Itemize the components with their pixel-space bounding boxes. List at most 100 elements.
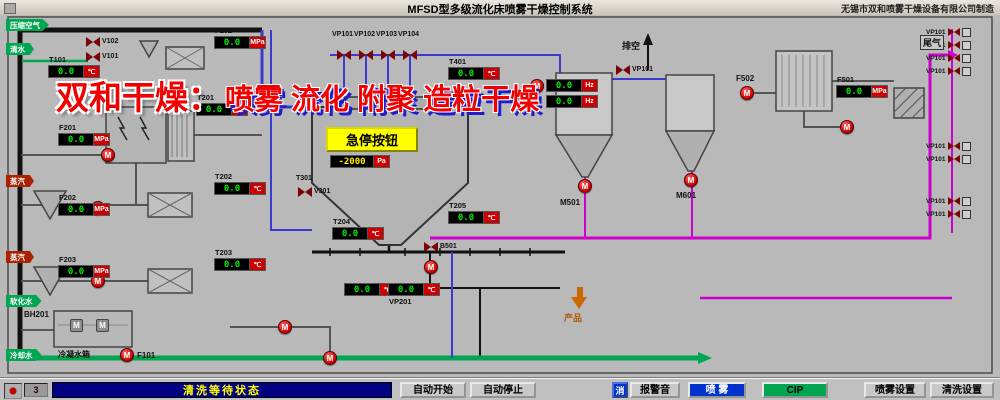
right-valve-7[interactable]: VP101 <box>926 197 971 206</box>
right-valve-1[interactable]: VP101 <box>926 28 971 37</box>
tail-gas-label: 尾气 <box>920 35 945 50</box>
pump-left-1[interactable]: M <box>101 148 115 162</box>
actuator-box <box>961 210 971 219</box>
valve-vp104[interactable] <box>403 50 417 60</box>
window-icon <box>4 3 16 14</box>
spray-settings-button[interactable]: 喷雾设置 <box>864 382 926 398</box>
valve-icon <box>947 155 960 164</box>
actuator-box <box>961 155 971 164</box>
valve-label-v301: V301 <box>314 188 331 195</box>
valve-b501[interactable] <box>424 242 438 252</box>
agitator-motor-1: M <box>70 319 83 332</box>
right-valve-3[interactable]: VP101 <box>926 54 971 63</box>
pump-right[interactable]: M <box>840 120 854 134</box>
right-valve-4[interactable]: VP101 <box>926 67 971 76</box>
actuator-box <box>961 67 971 76</box>
title-bar: MFSD型多级流化床喷雾干燥控制系统 无锡市双和喷雾干燥设备有限公司制造 <box>0 0 1000 16</box>
valve-label-vent: VP101 <box>632 66 654 73</box>
counter-display: 3 <box>24 383 48 397</box>
alarm-lamp <box>4 383 22 399</box>
m601-label: M601 <box>676 191 697 200</box>
control-bar: 3 清洗等待状态 自动开始 自动停止 消 报警音 喷 雾 CIP 喷雾设置 清洗… <box>0 378 1000 400</box>
actuator-box <box>961 142 971 151</box>
f101-pump-label: F101 <box>137 351 156 360</box>
mute-icon[interactable]: 消 <box>612 382 628 398</box>
actuator-box <box>961 41 971 50</box>
valve-label-v101: V101 <box>102 53 119 60</box>
agitator-motor-2: M <box>96 319 109 332</box>
page-title: MFSD型多级流化床喷雾干燥控制系统 <box>407 4 593 16</box>
inlet-compressed-air: 压缩空气 <box>6 19 49 31</box>
clean-settings-button[interactable]: 清洗设置 <box>930 382 994 398</box>
valve-v102[interactable] <box>86 37 100 47</box>
product-label: 产品 <box>564 313 583 323</box>
valve-vp103[interactable] <box>381 50 395 60</box>
valve-icon <box>947 142 960 151</box>
pump-line[interactable]: M <box>424 260 438 274</box>
right-valve-5[interactable]: VP101 <box>926 142 971 151</box>
valve-label-b501: B501 <box>440 243 457 250</box>
auto-stop-button[interactable]: 自动停止 <box>470 382 536 398</box>
inlet-clean-water: 清水 <box>6 43 34 55</box>
manufacturer-text: 无锡市双和喷雾干燥设备有限公司制造 <box>840 4 994 14</box>
pump-bottom-1[interactable]: M <box>278 320 292 334</box>
valve-v101[interactable] <box>86 52 100 62</box>
valve-vp101[interactable] <box>337 50 351 60</box>
valve-label-vp101: VP101 <box>332 31 354 38</box>
valve-label-vp103: VP103 <box>376 31 398 38</box>
valve-label-t301: T301 <box>296 175 312 182</box>
alarm-mute-button[interactable]: 报警音 <box>630 382 680 398</box>
valve-vent-vp101[interactable] <box>616 65 630 75</box>
vent-label: 排空 <box>622 41 641 51</box>
valve-icon <box>947 210 960 219</box>
chamber-pressure-display: -2000 Pa <box>330 155 390 168</box>
valve-label-vp104: VP104 <box>398 31 420 38</box>
bh201-label: BH201 <box>24 310 49 319</box>
valve-v301[interactable] <box>298 187 312 197</box>
inlet-soft-water: 软化水 <box>6 295 42 307</box>
cip-button[interactable]: CIP <box>762 382 828 398</box>
actuator-box <box>961 28 971 37</box>
emergency-stop-button[interactable]: 急停按钮 <box>326 127 418 152</box>
valve-vp102[interactable] <box>359 50 373 60</box>
pump-condensate-f101[interactable]: M <box>120 348 134 362</box>
status-text: 清洗等待状态 <box>183 385 261 397</box>
valve-icon <box>947 28 960 37</box>
inlet-steam-1: 蒸汽 <box>6 175 34 187</box>
m501-label: M501 <box>560 198 581 207</box>
inlet-cooling-water: 冷却水 <box>6 349 42 361</box>
valve-icon <box>947 67 960 76</box>
valve-label-vp102: VP102 <box>354 31 376 38</box>
pump-m501[interactable]: M <box>578 179 592 193</box>
right-valve-6[interactable]: VP101 <box>926 155 971 164</box>
right-valve-8[interactable]: VP101 <box>926 210 971 219</box>
auto-start-button[interactable]: 自动开始 <box>400 382 466 398</box>
inlet-steam-2: 蒸汽 <box>6 251 34 263</box>
status-bar: 清洗等待状态 <box>52 382 392 398</box>
condensate-tank-label: 冷凝水箱 <box>58 350 90 359</box>
pump-f502[interactable]: M <box>740 86 754 100</box>
actuator-box <box>961 54 971 63</box>
pid-canvas: 双和干燥：喷雾 流化 附聚 造粒干燥 急停按钮 -2000 Pa 压缩空气 清水… <box>0 15 1000 378</box>
spray-button[interactable]: 喷 雾 <box>688 382 746 398</box>
pump-m601[interactable]: M <box>684 173 698 187</box>
valve-icon <box>947 41 960 50</box>
actuator-box <box>961 197 971 206</box>
pump-bottom-2[interactable]: M <box>323 351 337 365</box>
pump-fan[interactable]: M <box>530 79 544 93</box>
